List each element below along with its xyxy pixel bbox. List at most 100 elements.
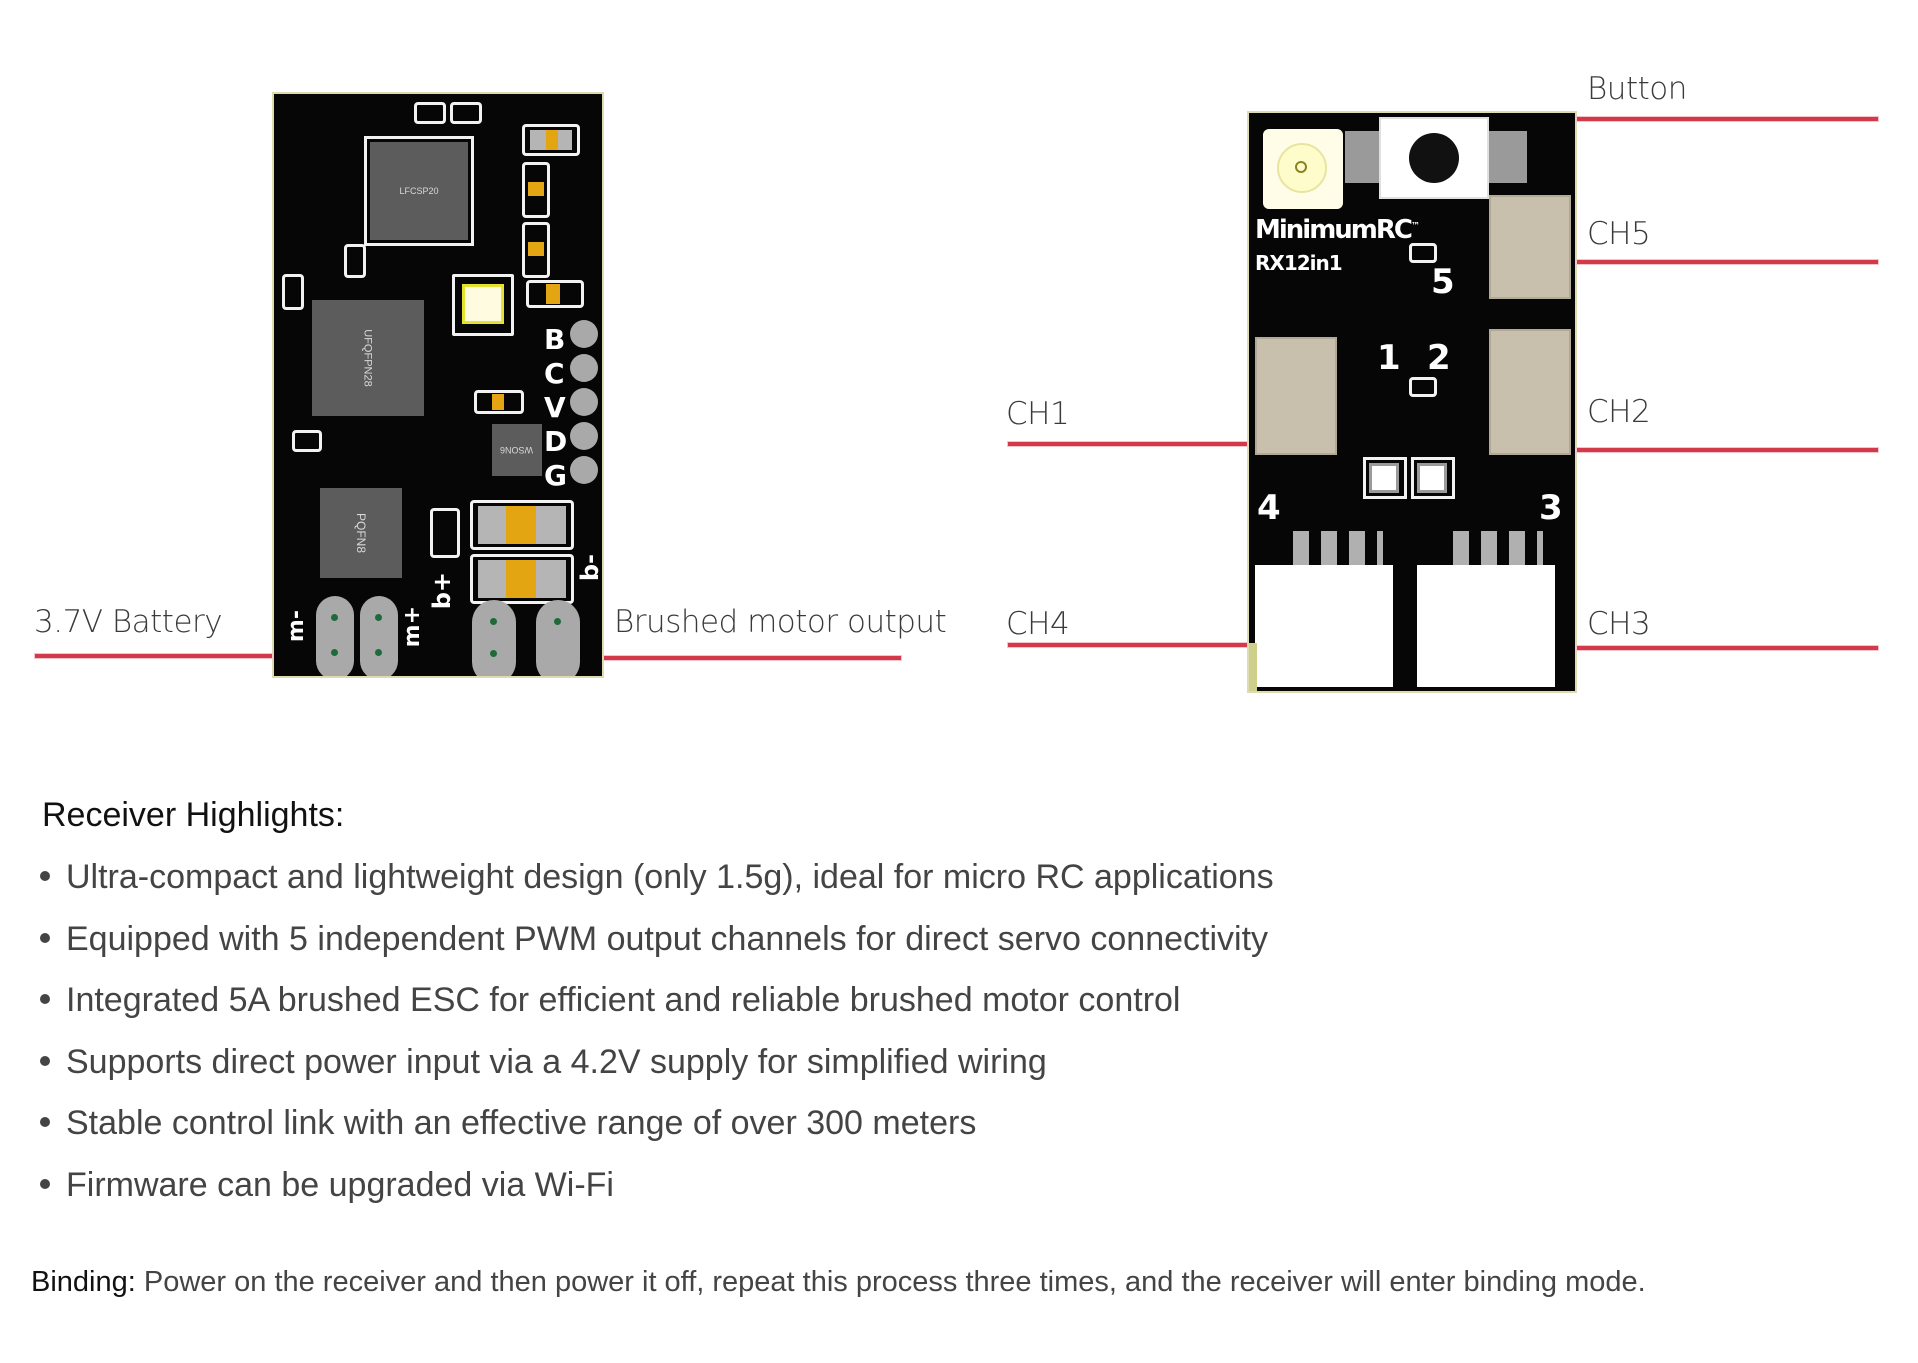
smd-component (522, 222, 550, 278)
bullet-icon (40, 871, 50, 882)
pin-pad-b[interactable] (570, 320, 598, 348)
pin-label-b: B (544, 323, 566, 356)
ch3-servo-connector[interactable] (1417, 565, 1555, 687)
motor-callout-line (604, 656, 901, 660)
channel-number-5: 5 (1431, 262, 1455, 302)
smd-component (292, 430, 322, 452)
smd-component (1409, 243, 1437, 263)
channel-number-1: 1 (1377, 338, 1401, 378)
smd-component (1409, 377, 1437, 397)
ch3-pins (1453, 531, 1543, 565)
smd-component (474, 390, 524, 414)
ch1-callout-line (1008, 442, 1247, 446)
crystal (462, 284, 504, 324)
motor-plus-label: b+ (428, 572, 456, 610)
board-edge-plating (1249, 643, 1257, 691)
smd-component (414, 102, 446, 124)
chip-outline (364, 136, 474, 246)
highlights-heading: Receiver Highlights: (42, 796, 345, 834)
highlights-list: Ultra-compact and lightweight design (on… (40, 852, 1274, 1221)
smd-component (526, 280, 584, 308)
led (1369, 463, 1399, 493)
ch1-callout-label: CH1 (1006, 396, 1070, 432)
button-callout-line (1577, 117, 1878, 121)
pin-pad-c[interactable] (570, 354, 598, 382)
smd-component (450, 102, 482, 124)
capacitor-body (528, 242, 544, 256)
bullet-icon (40, 1055, 50, 1066)
ch5-callout-label: CH5 (1587, 216, 1651, 252)
motor-pad-minus[interactable] (536, 600, 580, 676)
chip-lfcsp20: LFCSP20 (370, 142, 468, 240)
button-callout-label: Button (1587, 71, 1687, 107)
pin-pad-v[interactable] (570, 388, 598, 416)
bullet-icon (40, 1178, 50, 1189)
bullet-icon (40, 1117, 50, 1128)
highlight-item: Integrated 5A brushed ESC for efficient … (40, 975, 1274, 1037)
via (331, 614, 338, 621)
highlight-item: Equipped with 5 independent PWM output c… (40, 914, 1274, 976)
binding-label: Binding: (31, 1266, 136, 1298)
highlight-item: Firmware can be upgraded via Wi-Fi (40, 1160, 1274, 1222)
binding-instructions: Binding: Power on the receiver and then … (31, 1266, 1646, 1299)
chip-ufqfpn28: UFQFPN28 (312, 300, 424, 416)
via (375, 649, 382, 656)
capacitor-body (528, 182, 544, 196)
motor-minus-label: b- (576, 554, 604, 582)
pin-pad-g[interactable] (570, 456, 598, 484)
smd-component (282, 274, 304, 310)
esc-board-image: LFCSP20 UFQFPN28 B C V D G WSON6 PQFN8 b… (272, 92, 604, 678)
button-cap-icon (1409, 133, 1459, 183)
pin-pad-d[interactable] (570, 422, 598, 450)
smd-component (430, 508, 460, 558)
chip-pqfn8: PQFN8 (320, 488, 402, 578)
pin-label-d: D (544, 425, 568, 458)
battery-callout-line (35, 654, 272, 658)
bullet-icon (40, 932, 50, 943)
ch5-callout-line (1577, 260, 1878, 264)
battery-pad-plus[interactable] (360, 596, 398, 676)
led (1417, 463, 1447, 493)
bullet-icon (40, 994, 50, 1005)
smd-component (522, 162, 550, 218)
ch4-callout-label: CH4 (1006, 606, 1070, 642)
brand-label: MinimumRC™ (1255, 215, 1420, 245)
smd-component (344, 244, 366, 278)
motor-callout-label: Brushed motor output (614, 604, 947, 640)
receiver-board-image: MinimumRC™ RX12in1 5 1 2 4 3 (1247, 111, 1577, 693)
highlight-item: Supports direct power input via a 4.2V s… (40, 1037, 1274, 1099)
model-label: RX12in1 (1255, 251, 1343, 275)
ch1-servo-header[interactable] (1255, 337, 1337, 455)
ch2-servo-header[interactable] (1489, 329, 1571, 455)
antenna-center (1295, 161, 1307, 173)
smd-component (470, 500, 574, 550)
channel-number-3: 3 (1539, 488, 1563, 528)
battery-minus-label: m- (284, 610, 309, 643)
ch4-pins (1293, 531, 1383, 565)
smd-component (470, 554, 574, 604)
pin-label-v: V (544, 391, 566, 424)
led-outline (1363, 457, 1407, 499)
via (375, 614, 382, 621)
capacitor-body (546, 130, 558, 150)
via (490, 650, 497, 657)
ch3-callout-label: CH3 (1587, 606, 1651, 642)
ch2-callout-line (1577, 448, 1878, 452)
ch2-callout-label: CH2 (1587, 394, 1651, 430)
inductor-body (506, 560, 536, 598)
ch5-servo-header[interactable] (1489, 195, 1571, 299)
battery-plus-label: m+ (400, 606, 425, 648)
ch4-servo-connector[interactable] (1255, 565, 1393, 687)
via (554, 618, 561, 625)
pin-label-c: C (544, 357, 565, 390)
ch4-callout-line (1008, 643, 1247, 647)
channel-number-2: 2 (1427, 338, 1451, 378)
pin-label-g: G (544, 459, 567, 492)
smd-component (522, 124, 580, 156)
motor-pad-plus[interactable] (472, 600, 516, 676)
battery-callout-label: 3.7V Battery (34, 604, 223, 640)
binding-text: Power on the receiver and then power it … (135, 1266, 1646, 1298)
chip-wson6: WSON6 (492, 424, 542, 476)
battery-pad-minus[interactable] (316, 596, 354, 676)
inductor-body (506, 506, 536, 544)
